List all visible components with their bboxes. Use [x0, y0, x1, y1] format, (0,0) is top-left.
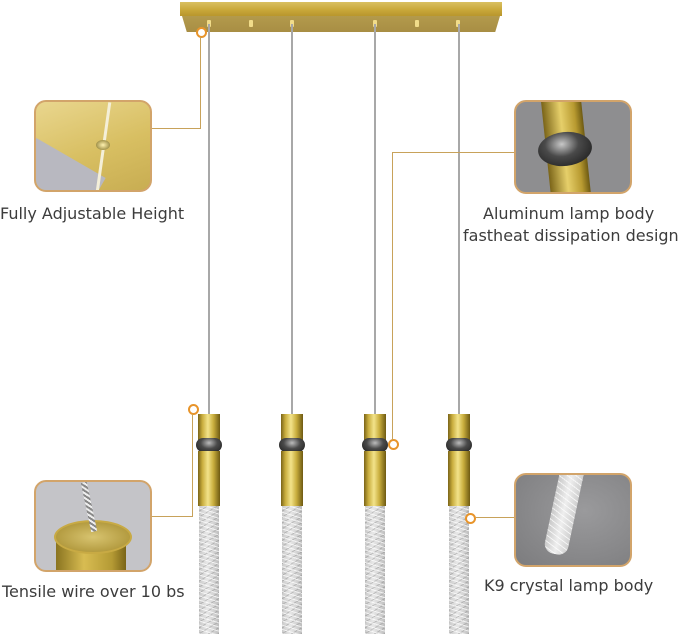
- crystal-rod: [282, 506, 302, 634]
- callout-label-body-line2: fastheat dissipation design: [463, 226, 679, 245]
- callout-line: [476, 517, 514, 518]
- callout-line: [148, 128, 201, 129]
- gold-tube-lower: [364, 451, 386, 506]
- gold-tube-lower: [448, 451, 470, 506]
- crystal-rod: [449, 506, 469, 634]
- gold-tube-upper: [364, 414, 386, 440]
- detail-image-lamp-body: [514, 100, 632, 194]
- suspension-wire: [458, 24, 460, 416]
- black-ring: [196, 438, 222, 452]
- callout-line: [150, 516, 193, 517]
- suspension-wire: [291, 24, 293, 416]
- gold-tube-upper: [281, 414, 303, 440]
- detail-image-wire: [34, 480, 152, 572]
- canopy-wire-mount: [290, 20, 294, 27]
- callout-label-height: Fully Adjustable Height: [0, 204, 185, 223]
- callout-marker-dot: [188, 404, 199, 415]
- mount-icon: [96, 140, 110, 150]
- gold-tube-lower: [281, 451, 303, 506]
- gold-tube-upper: [448, 414, 470, 440]
- callout-marker-dot: [388, 439, 399, 450]
- gold-tube-lower: [198, 451, 220, 506]
- black-ring: [446, 438, 472, 452]
- crystal-rod: [199, 506, 219, 634]
- detail-image-canopy: [34, 100, 152, 192]
- callout-marker-dot: [196, 27, 207, 38]
- callout-label-body-line1: Aluminum lamp body: [483, 204, 655, 223]
- crystal-rod: [365, 506, 385, 634]
- suspension-wire: [208, 24, 210, 416]
- callout-line: [200, 37, 201, 129]
- callout-label-wire: Tensile wire over 10 bs: [2, 582, 185, 601]
- canopy-screw: [249, 20, 253, 27]
- crystal-rod-icon: [542, 475, 586, 557]
- canopy-wire-mount: [373, 20, 377, 27]
- canopy-top: [180, 2, 502, 16]
- callout-line: [392, 152, 393, 440]
- black-ring: [362, 438, 388, 452]
- black-ring: [279, 438, 305, 452]
- canopy-screw: [415, 20, 419, 27]
- detail-image-crystal: [514, 473, 632, 567]
- callout-line: [192, 414, 193, 517]
- gold-tube-upper: [198, 414, 220, 440]
- callout-line: [392, 152, 514, 153]
- canopy-wire-mount: [456, 20, 460, 27]
- suspension-wire: [374, 24, 376, 416]
- callout-label-crystal: K9 crystal lamp body: [484, 576, 654, 595]
- canopy-base: [182, 16, 500, 32]
- canopy-wire-mount: [207, 20, 211, 27]
- callout-marker-dot: [465, 513, 476, 524]
